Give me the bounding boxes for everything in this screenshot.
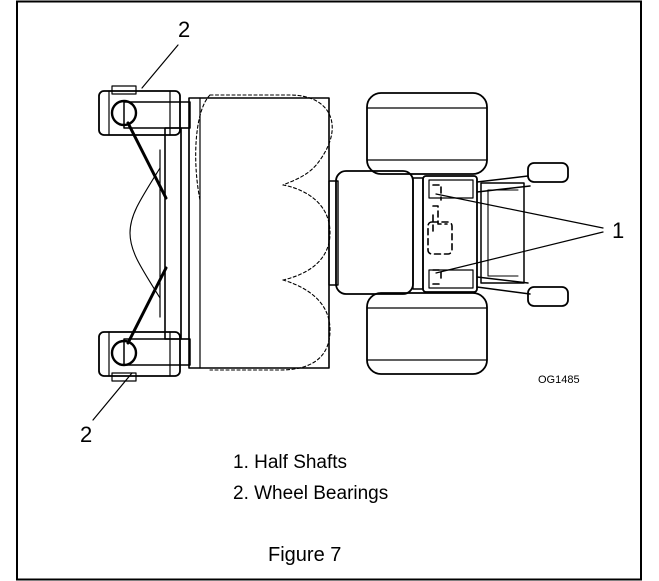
handle-grip-top [527,162,569,183]
wheel-bearing-bottom [110,338,191,367]
dashed-blade-outline [195,94,333,371]
deck-housing [188,97,330,369]
half-shafts [427,184,453,285]
leader-lines [92,44,604,421]
handle-frame [476,175,531,295]
machine-drawing [92,44,604,421]
transmission-housing [412,175,478,293]
handle-grip-bottom [527,286,569,307]
figure-caption: Figure 7 [268,544,341,566]
legend-item-half-shafts: 1. Half Shafts [233,452,347,473]
figure-border [16,0,642,581]
callout-top-left: 2 [178,17,190,42]
engine-block [328,170,414,295]
wheel-bearing-top [110,99,191,129]
drawing-code: OG1485 [538,374,580,386]
rear-tire-bottom [366,292,488,375]
callout-bottom-left: 2 [80,422,92,447]
legend-item-wheel-bearings: 2. Wheel Bearings [233,483,388,504]
front-axle-frame [126,121,190,345]
rear-tire-top [366,92,488,175]
callout-right: 1 [612,218,624,243]
